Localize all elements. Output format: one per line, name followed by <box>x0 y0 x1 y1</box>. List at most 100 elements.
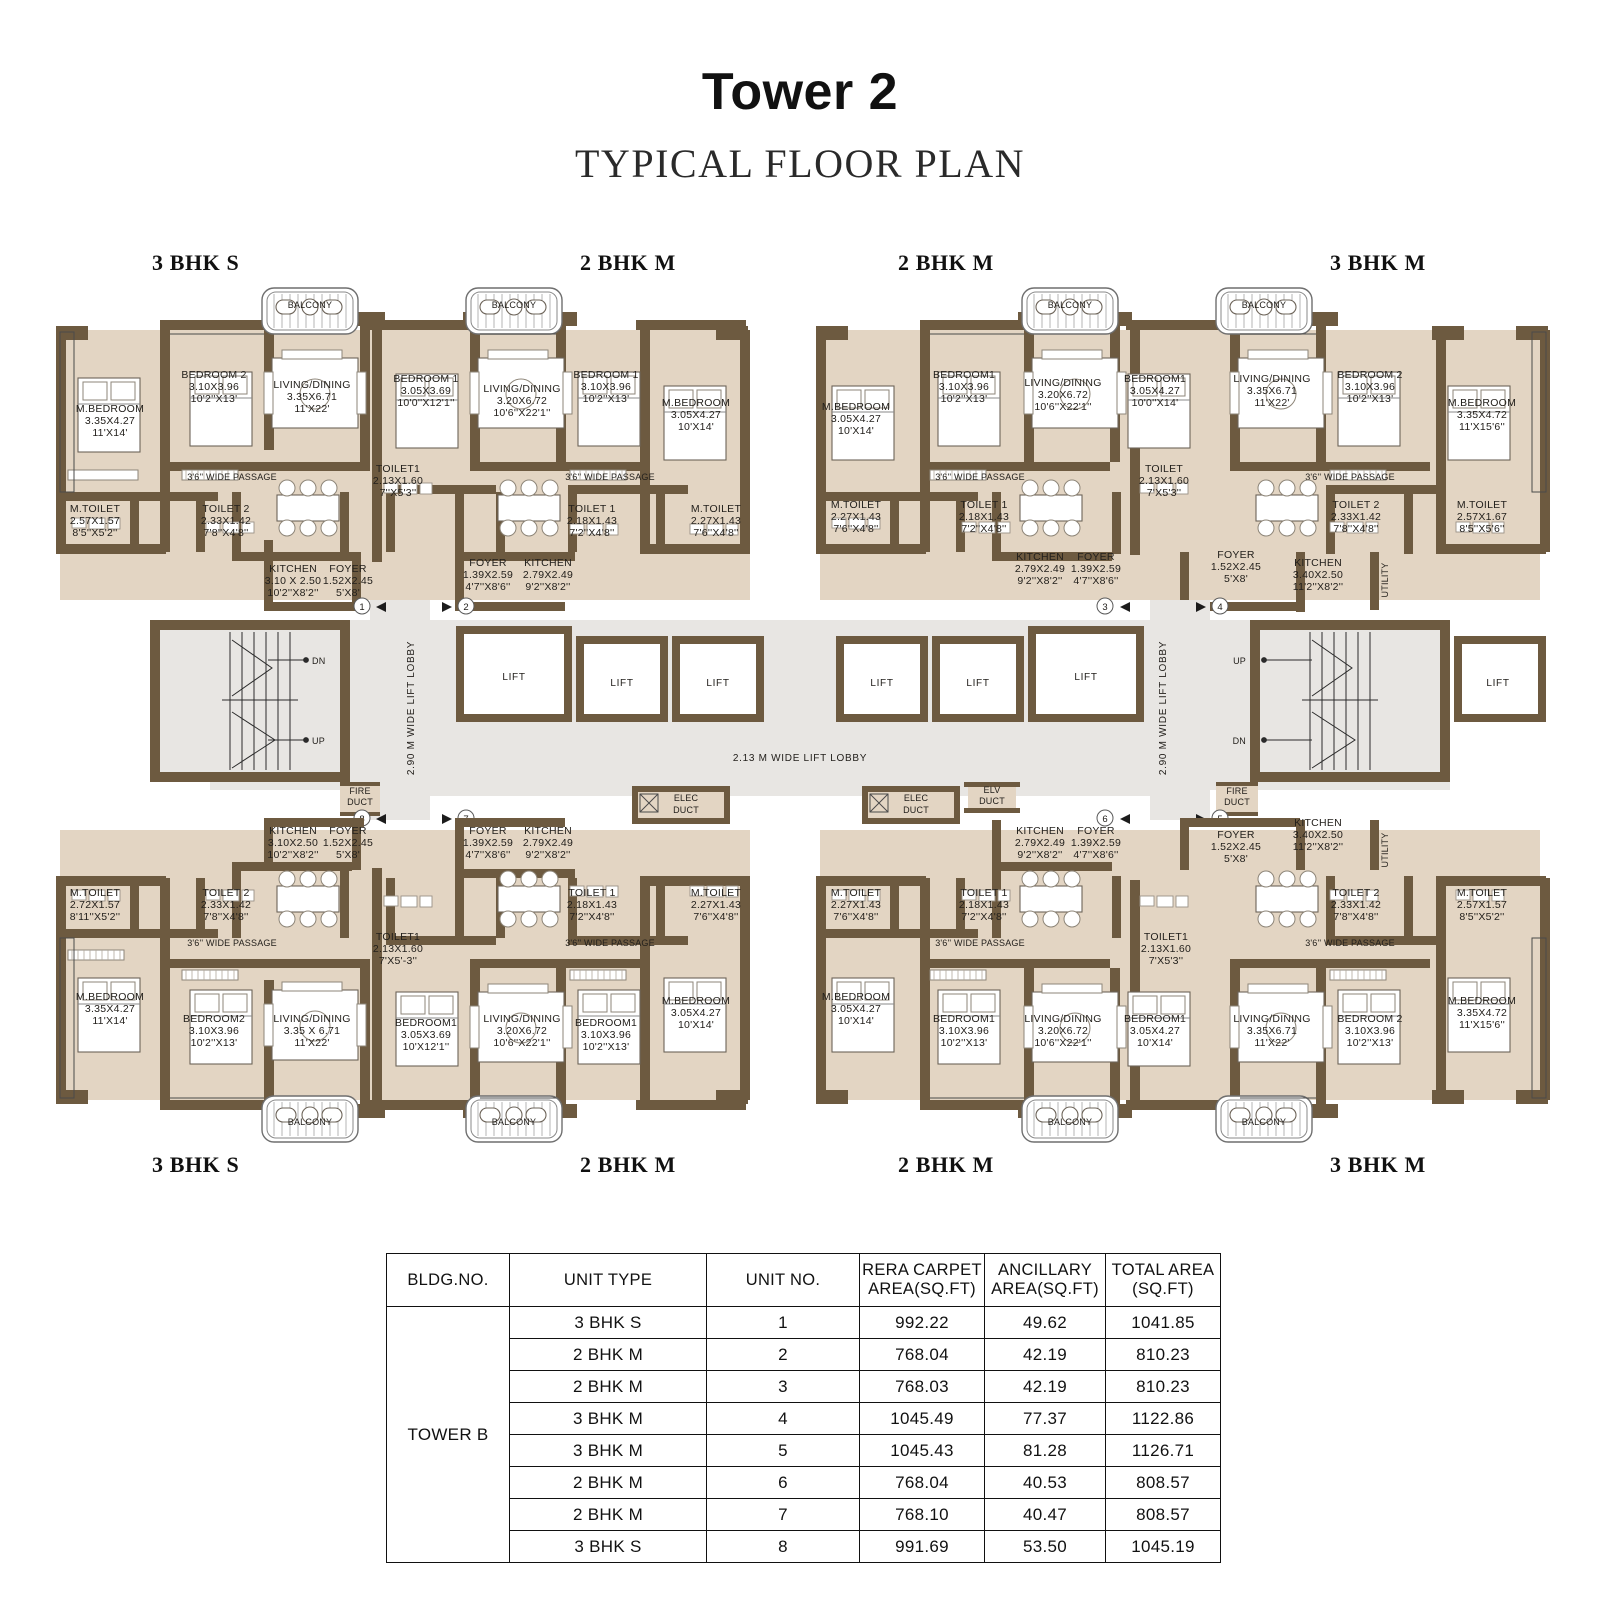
svg-text:10'X14': 10'X14' <box>838 425 874 437</box>
svg-text:3'6'' WIDE PASSAGE: 3'6'' WIDE PASSAGE <box>935 938 1025 948</box>
cell-ancillary: 40.53 <box>984 1466 1106 1499</box>
cell-unit-no: 2 <box>706 1338 860 1371</box>
svg-text:4: 4 <box>1217 602 1222 613</box>
svg-text:10'2''X13': 10'2''X13' <box>1347 393 1394 405</box>
svg-text:M.BEDROOM: M.BEDROOM <box>76 403 144 415</box>
svg-text:BALCONY: BALCONY <box>1242 300 1286 310</box>
entry-3: 3 <box>1096 597 1130 615</box>
svg-text:2.18X1.43: 2.18X1.43 <box>567 899 617 911</box>
svg-text:BEDROOM1: BEDROOM1 <box>1124 373 1186 385</box>
svg-text:3'6'' WIDE PASSAGE: 3'6'' WIDE PASSAGE <box>187 938 277 948</box>
cell-unit-no: 4 <box>706 1402 860 1435</box>
svg-text:LIVING/DINING: LIVING/DINING <box>1233 373 1310 385</box>
svg-text:4'7''X8'6'': 4'7''X8'6'' <box>1073 849 1118 861</box>
svg-text:LIFT: LIFT <box>1486 678 1509 689</box>
lift-bank: LIFT LIFT LIFT LIFT LIFT <box>456 626 1546 722</box>
svg-text:3.10X3.96: 3.10X3.96 <box>189 381 239 393</box>
svg-text:KITCHEN: KITCHEN <box>269 825 317 837</box>
svg-text:LIVING/DINING: LIVING/DINING <box>273 379 350 391</box>
svg-text:LIVING/DINING: LIVING/DINING <box>483 1013 560 1025</box>
svg-text:3.10X3.96: 3.10X3.96 <box>939 381 989 393</box>
svg-text:1.52X2.45: 1.52X2.45 <box>1211 841 1261 853</box>
svg-text:3.35 X 6.71: 3.35 X 6.71 <box>284 1025 340 1037</box>
header-unit-type: UNIT TYPE <box>509 1253 707 1307</box>
svg-text:M.TOILET: M.TOILET <box>70 503 121 515</box>
svg-text:M.BEDROOM: M.BEDROOM <box>662 397 730 409</box>
svg-text:LIFT: LIFT <box>706 678 729 689</box>
cell-unit-type: 2 BHK M <box>509 1498 707 1531</box>
svg-text:2: 2 <box>463 602 468 613</box>
caption-top-right: 3 BHK M <box>1330 250 1426 275</box>
svg-text:KITCHEN: KITCHEN <box>1294 557 1342 569</box>
svg-text:M.TOILET: M.TOILET <box>691 503 742 515</box>
svg-text:2.27X1.43: 2.27X1.43 <box>691 899 741 911</box>
svg-text:LIFT: LIFT <box>966 678 989 689</box>
svg-text:BALCONY: BALCONY <box>1048 1117 1092 1127</box>
svg-text:LIFT: LIFT <box>502 672 525 683</box>
cell-ancillary: 42.19 <box>984 1370 1106 1403</box>
svg-text:10'6''X22'1'': 10'6''X22'1'' <box>1034 401 1091 413</box>
svg-text:3.05X4.27: 3.05X4.27 <box>671 409 721 421</box>
svg-text:KITCHEN: KITCHEN <box>269 563 317 575</box>
svg-text:3.10X3.96: 3.10X3.96 <box>939 1025 989 1037</box>
svg-text:9'2''X8'2'': 9'2''X8'2'' <box>1017 575 1062 587</box>
svg-text:4'7''X8'6'': 4'7''X8'6'' <box>1073 575 1118 587</box>
svg-text:KITCHEN: KITCHEN <box>1016 825 1064 837</box>
svg-text:10'2''X13': 10'2''X13' <box>1347 1037 1394 1049</box>
page-subtitle: TYPICAL FLOOR PLAN <box>575 141 1025 186</box>
svg-text:BEDROOM1: BEDROOM1 <box>933 1013 995 1025</box>
cell-unit-type: 3 BHK S <box>509 1530 707 1563</box>
svg-text:2.57X1.57: 2.57X1.57 <box>1457 899 1507 911</box>
svg-text:KITCHEN: KITCHEN <box>524 825 572 837</box>
svg-text:7'8''X4'8'': 7'8''X4'8'' <box>203 527 248 539</box>
svg-text:BALCONY: BALCONY <box>1242 1117 1286 1127</box>
caption-bottom-left: 3 BHK S <box>152 1152 240 1177</box>
svg-text:3.05X4.27: 3.05X4.27 <box>1130 385 1180 397</box>
svg-text:3.20X6.72: 3.20X6.72 <box>497 395 547 407</box>
balcony-label: BALCONY <box>492 300 536 310</box>
svg-text:BEDROOM1: BEDROOM1 <box>395 1017 457 1029</box>
unit-8-rooms: M.BEDROOM 3.35X4.27 11'X14' BEDROOM2 3.1… <box>67 825 433 1065</box>
cell-unit-no: 7 <box>706 1498 860 1531</box>
balcony-label: BALCONY <box>288 300 332 310</box>
header-rera-area: RERA CARPET AREA(SQ.FT) <box>859 1253 985 1307</box>
svg-text:2.18X1.43: 2.18X1.43 <box>567 515 617 527</box>
svg-text:3'6'' WIDE PASSAGE: 3'6'' WIDE PASSAGE <box>935 472 1025 482</box>
svg-text:11'X15'6'': 11'X15'6'' <box>1459 421 1505 433</box>
svg-text:2.33X1.42: 2.33X1.42 <box>1331 899 1381 911</box>
svg-text:7''X5'3'': 7''X5'3'' <box>380 487 417 499</box>
cell-ancillary: 77.37 <box>984 1402 1106 1435</box>
svg-text:10'2''X13': 10'2''X13' <box>941 1037 988 1049</box>
cell-unit-no: 6 <box>706 1466 860 1499</box>
svg-text:10'2''X13': 10'2''X13' <box>191 1037 238 1049</box>
cell-unit-type: 2 BHK M <box>509 1338 707 1371</box>
svg-text:1.52X2.45: 1.52X2.45 <box>1211 561 1261 573</box>
unit-5-rooms: LIVING/DINING 3.35X6.71 11'X22' BEDROOM … <box>1211 817 1516 1065</box>
svg-text:1.39X2.59: 1.39X2.59 <box>1071 837 1121 849</box>
lift-1: LIFT <box>456 626 572 722</box>
svg-text:2.33X1.42: 2.33X1.42 <box>201 515 251 527</box>
svg-text:3.05X4.27: 3.05X4.27 <box>831 1003 881 1015</box>
svg-text:3.35X6.71: 3.35X6.71 <box>1247 385 1297 397</box>
svg-text:1.39X2.59: 1.39X2.59 <box>463 569 513 581</box>
cell-rera: 991.69 <box>859 1530 985 1563</box>
svg-text:BEDROOM 2: BEDROOM 2 <box>1337 369 1402 381</box>
cell-rera: 768.10 <box>859 1498 985 1531</box>
unit-1-rooms: M.BEDROOM 3.35X4.27 11'X14' BEDROOM 2 3.… <box>67 349 373 599</box>
svg-text:DUCT: DUCT <box>979 796 1005 806</box>
svg-text:LIFT: LIFT <box>1074 672 1097 683</box>
header-unit-no: UNIT NO. <box>706 1253 860 1307</box>
svg-text:BEDROOM 2: BEDROOM 2 <box>1337 1013 1402 1025</box>
cell-unit-type: 3 BHK M <box>509 1434 707 1467</box>
svg-text:TOILET 1: TOILET 1 <box>568 503 615 515</box>
svg-text:2.13X1.60: 2.13X1.60 <box>373 475 423 487</box>
cell-rera: 992.22 <box>859 1306 985 1339</box>
svg-text:10'2''X13': 10'2''X13' <box>583 1041 630 1053</box>
cell-total: 810.23 <box>1105 1338 1221 1371</box>
svg-text:3.10 X 2.50: 3.10 X 2.50 <box>265 575 321 587</box>
svg-text:1.52X2.45: 1.52X2.45 <box>323 575 373 587</box>
balcony-top-3: BALCONY <box>1021 287 1119 335</box>
caption-bottom-center-left: 2 BHK M <box>580 1152 676 1177</box>
table-row: 2 BHK M 7 768.10 40.47 808.57 <box>387 1498 1221 1531</box>
cell-unit-type: 2 BHK M <box>509 1466 707 1499</box>
